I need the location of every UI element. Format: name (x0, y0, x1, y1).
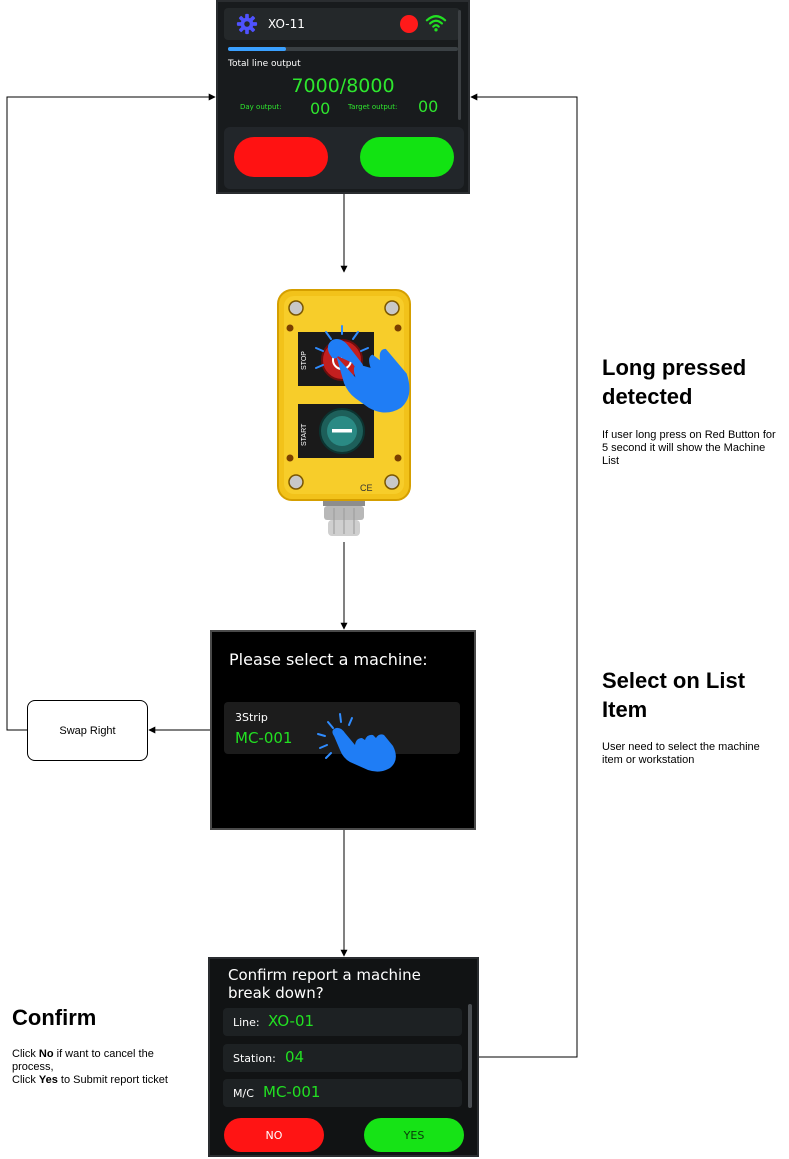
confirm-scrollbar[interactable] (468, 1004, 472, 1108)
start-plate-label: START (301, 423, 308, 446)
tap-hand-icon (317, 713, 396, 772)
long-press-note-title: Long pressed detected (602, 355, 747, 409)
line-value: XO-01 (268, 1012, 315, 1030)
output-progress-bar (228, 47, 458, 51)
stop-plate-label: STOP (301, 351, 308, 370)
output-progress-fill (228, 47, 286, 51)
target-output-label: Target output: (348, 103, 398, 111)
machine-item-subtitle: 3Strip (235, 711, 268, 724)
confirm-note-line-2: Click Yes to Submit report ticket (12, 1074, 168, 1086)
station-value: 04 (285, 1048, 305, 1066)
confirm-screen: Confirm report a machine break down? Lin… (208, 957, 479, 1157)
confirm-note-body: Click No if want to cancel the process, … (12, 1048, 192, 1087)
confirm-title: Confirm report a machine break down? (228, 966, 421, 1002)
station-label: Station: (233, 1052, 276, 1065)
yes-button[interactable]: YES (364, 1118, 464, 1152)
target-output-value: 00 (418, 97, 439, 116)
gear-icon[interactable] (236, 13, 258, 35)
mc-label: M/C (233, 1087, 254, 1100)
green-action-button[interactable] (360, 137, 454, 177)
select-note-body: User need to select the machine item or … (602, 741, 760, 766)
arrow-swap-to-status (6, 93, 216, 731)
status-screen: XO-11 Total line output 7000/8000 Day ou… (216, 0, 470, 194)
line-row: Line: XO-01 (223, 1008, 462, 1036)
line-label: Line: (233, 1016, 260, 1029)
arrow-confirm-to-status (470, 93, 578, 1058)
station-row: Station: 04 (223, 1044, 462, 1072)
control-box-device: STOP START CE (277, 289, 411, 536)
day-output-value: 00 (310, 99, 331, 118)
red-action-button[interactable] (234, 137, 328, 177)
selection-title: Please select a machine: (229, 650, 428, 669)
confirm-note-line-1: Click No if want to cancel the process, (12, 1048, 154, 1073)
mc-value: MC-001 (263, 1083, 321, 1101)
swap-right-box: Swap Right (27, 700, 148, 761)
wifi-icon (425, 15, 447, 32)
mc-row: M/C MC-001 (223, 1079, 462, 1107)
confirm-note-title: Confirm (12, 1005, 97, 1030)
day-output-label: Day output: (240, 103, 282, 111)
ce-mark: CE (360, 483, 373, 493)
total-output-label: Total line output (228, 59, 301, 69)
select-note-title: Select on List Item (602, 668, 746, 722)
machine-item-code: MC-001 (235, 729, 293, 747)
machine-name: XO-11 (268, 17, 305, 31)
long-press-note-body: If user long press on Red Button for 5 s… (602, 429, 776, 467)
status-scrollbar[interactable] (458, 10, 461, 120)
action-button-panel (224, 127, 464, 189)
cable-gland (323, 496, 365, 536)
machine-selection-screen: Please select a machine: 3Strip MC-001 (210, 630, 476, 830)
total-output-value: 7000/8000 (291, 75, 395, 97)
tap-hand-icon (315, 325, 410, 413)
status-header: XO-11 (224, 8, 460, 40)
no-button[interactable]: NO (224, 1118, 324, 1152)
status-dot (400, 15, 418, 33)
enclosure-screws (288, 300, 400, 490)
swap-right-label: Swap Right (59, 724, 116, 737)
